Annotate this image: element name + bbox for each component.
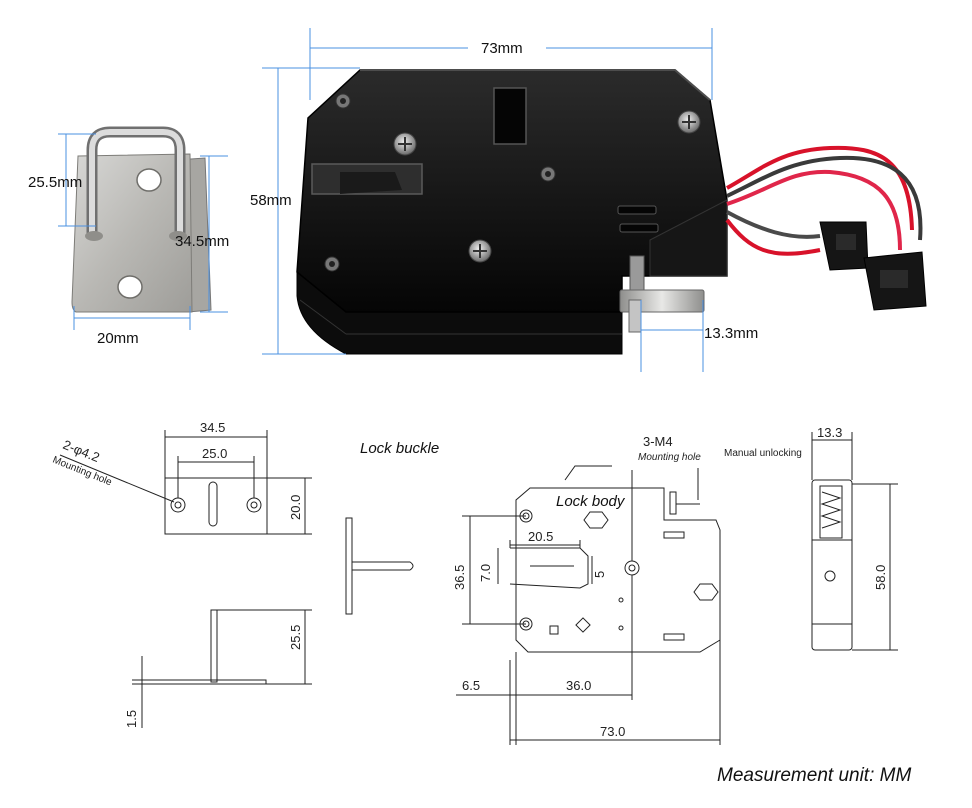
buckle-width-label: 20mm [97,330,139,347]
overall-width: 73.0 [600,724,625,739]
buckle-hole-spacing: 25.0 [202,446,227,461]
mounting-hole-note: Mounting hole [638,452,701,463]
thread-callout: 3-M4 [643,434,673,449]
slot-width: 5 [592,571,607,578]
hole-vertical-spacing: 36.5 [452,565,467,590]
lock-bolt-label: 13.3mm [704,325,758,342]
edge-offset: 6.5 [462,678,480,693]
slot-depth: 20.5 [528,529,553,544]
buckle-photo-dimensions [58,133,228,330]
buckle-height-label: 25.5mm [28,174,82,191]
lock-buckle-title: Lock buckle [360,440,439,457]
buckle-thickness: 1.5 [124,710,139,728]
buckle-depth-label: 34.5mm [175,233,229,250]
slot-height: 7.0 [478,564,493,582]
manual-unlocking-note: Manual unlocking [724,448,802,459]
buckle-outer-width: 34.5 [200,420,225,435]
overall-height: 58.0 [873,565,888,590]
lock-width-label-bg [468,38,546,58]
lock-buckle-profile [345,517,414,615]
buckle-side-view [132,609,312,728]
hole-horizontal-spacing: 36.0 [566,678,591,693]
lock-height-label: 58mm [250,192,292,209]
lock-body-front-view [456,465,721,745]
bolt-projection: 13.3 [817,425,842,440]
lock-width-label: 73mm [481,40,523,57]
buckle-side-height: 25.5 [288,625,303,650]
buckle-top-view [59,430,312,535]
lock-body-side-view [811,432,898,651]
measurement-unit-note: Measurement unit: MM [717,765,912,786]
hole-callout-sub: Mounting hole [51,455,114,489]
lock-photo [296,69,927,355]
lock-body-title: Lock body [556,493,626,510]
buckle-top-height: 20.0 [288,495,303,520]
buckle-photo [71,126,212,313]
